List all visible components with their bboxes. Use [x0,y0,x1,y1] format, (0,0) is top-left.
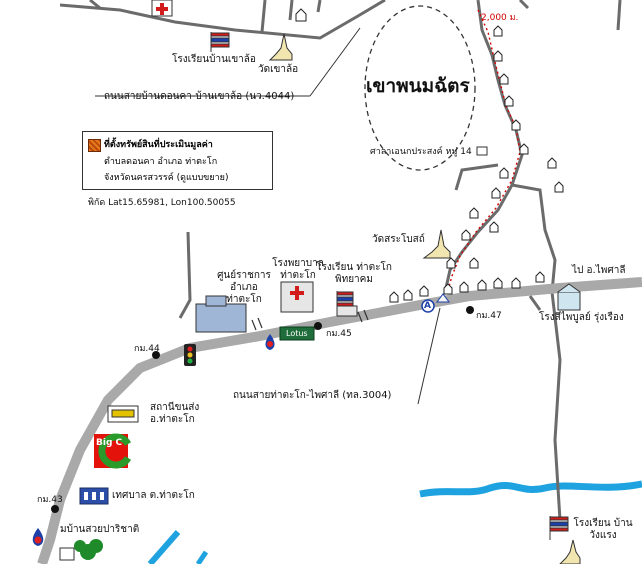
coords-label: พิกัด Lat15.65981, Lon100.50055 [88,198,236,208]
tesco-lotus-label: Lotus [286,329,308,338]
river [419,480,642,498]
school-phitthaya-label: โรงเรียน ท่าตะโกพิทยาคม [316,262,392,285]
rice-mill-label: โรงสีไพบูลย์ รุ่งเรือง [539,312,624,323]
to-paisali-label: ไป อ.ไพศาลี [572,265,626,276]
km47-label: กม.47 [476,311,502,321]
road-3004-label: ถนนสายท่าตะโก-ไพศาลี (ทล.3004) [233,390,392,401]
legend-box: ที่ตั้งทรัพย์สินที่ประเมินมูลค่า ตำบลดอน… [82,131,273,190]
property-swatch [88,139,101,152]
river [195,550,209,564]
elevation-label: 2,000 ม. [481,13,519,23]
sala-label: ศาลาเอนกประสงค์ หมู่ 14 [370,147,472,157]
school-khaolo-label: โรงเรียนบ้านเขาล้อ [172,54,256,65]
location-marker-letter: A [424,301,431,311]
bridge-marks [251,309,369,331]
school-flag-icons [210,32,569,540]
big-c-label: Big C [96,438,123,448]
mountain-label: เขาพนมฉัตร [366,75,470,97]
location-marker [421,299,435,313]
tesco-lotus-sign [279,326,315,341]
legend-line-1: ที่ตั้งทรัพย์สินที่ประเมินมูลค่า [104,140,213,150]
legend-line-3: จังหวัดนครสวรรค์ (ดูแบบขยาย) [104,173,229,183]
mountain-outline [364,5,476,171]
sala-icon [476,146,488,156]
local-roads [59,0,622,521]
market-label: มบ้านสวยปาริชาติ [60,524,140,535]
district-center-icon [195,295,247,333]
road-4044-label: ถนนสายบ้านดอนคา-บ้านเขาล้อ (นว.4044) [104,91,295,102]
municipality-icon [79,487,109,505]
hospital-label: โรงพยาบาล ท่าตะโก [272,258,324,281]
wat-srabot-label: วัดสระโบสถ์ [372,234,425,245]
km44-label: กม.44 [134,344,160,354]
wat-khaolo-label: วัดเขาล้อ [258,64,299,75]
gas-station-icon [32,334,275,546]
municipality-label: เทศบาล ต.ท่าตะโก [112,490,195,501]
school-wangsaeng-label: โรงเรียน บ้านวังแรง [573,518,633,541]
school-building-icon [336,305,358,317]
km43-label: กม.43 [37,495,63,505]
big-c-icon [94,433,132,469]
bus-station-icon [107,405,139,423]
house-icons [295,8,564,303]
district-center-label: ศูนย์ราชการ อำเภอท่าตะโก [217,270,271,305]
legend-line-2: ตำบลดอนคา อำเภอ ท่าตะโก [104,157,218,167]
km45-label: กม.45 [326,329,352,339]
river [147,530,181,564]
km-dots [51,306,474,513]
rice-mill-icon [557,283,581,311]
bus-station-label: สถานีขนส่ง อ.ท่าตะโก [150,402,200,425]
tree-icon [74,539,103,560]
temple-icons [268,33,581,564]
house-icon [59,547,75,561]
traffic-light-icon [184,344,196,366]
